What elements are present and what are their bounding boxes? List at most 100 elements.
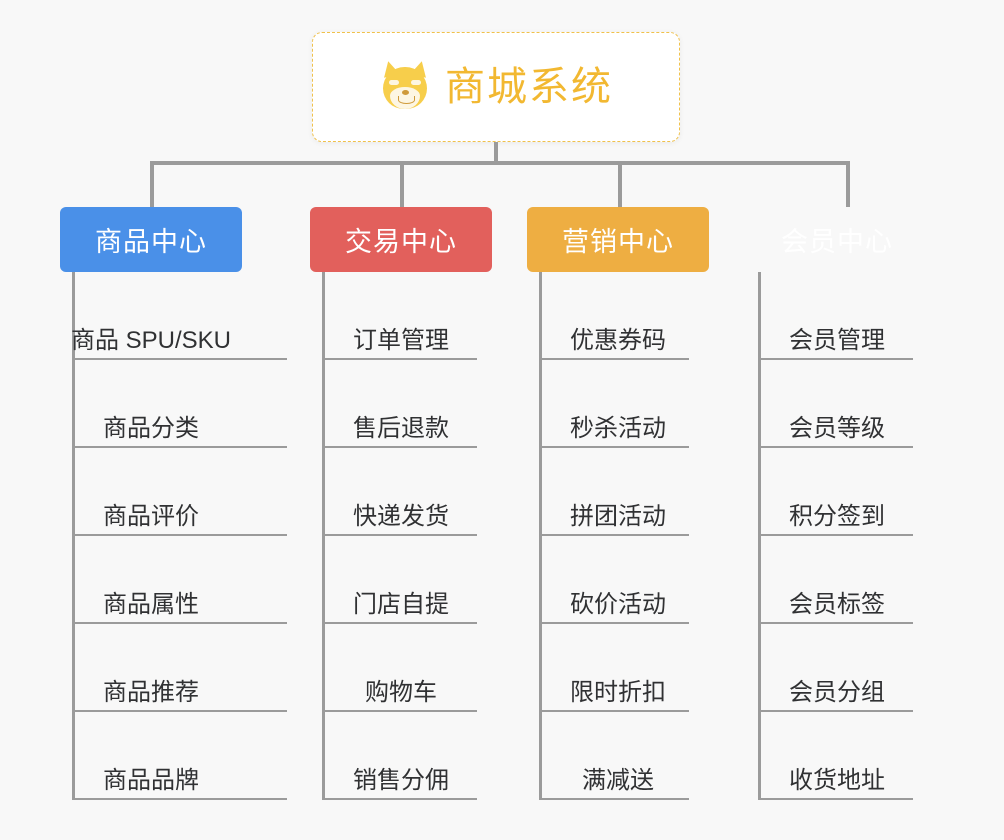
- shiba-dog-icon: [379, 59, 431, 113]
- leaf-item[interactable]: 收货地址: [746, 712, 928, 800]
- branch-spine: [72, 272, 75, 800]
- leaf-underline: [322, 534, 477, 536]
- leaf-label: 砍价活动: [570, 590, 666, 618]
- leaf-item[interactable]: 商品 SPU/SKU: [60, 272, 287, 360]
- leaf-item[interactable]: 秒杀活动: [527, 360, 709, 448]
- leaf-item[interactable]: 限时折扣: [527, 624, 709, 712]
- leaf-label: 会员标签: [789, 590, 885, 618]
- branch-column-1: 商品中心商品 SPU/SKU 商品分类商品评价商品属性商品推荐商品品牌: [60, 207, 287, 800]
- leaf-label: 限时折扣: [570, 678, 666, 706]
- leaf-label: 积分签到: [789, 502, 885, 530]
- branch-spine: [539, 272, 542, 800]
- branch-leaf-list-2: 订单管理售后退款快递发货门店自提购物车销售分佣: [310, 272, 492, 800]
- leaf-underline: [72, 446, 287, 448]
- leaf-underline: [322, 710, 477, 712]
- leaf-underline: [322, 358, 477, 360]
- leaf-underline: [72, 710, 287, 712]
- leaf-item[interactable]: 商品属性: [60, 536, 287, 624]
- branch-header-label: 商品中心: [95, 227, 207, 257]
- branch-header-2[interactable]: 交易中心: [310, 207, 492, 272]
- leaf-label: 会员管理: [789, 326, 885, 354]
- leaf-underline: [72, 534, 287, 536]
- leaf-item[interactable]: 商品分类: [60, 360, 287, 448]
- branch-leaf-list-3: 优惠券码秒杀活动拼团活动砍价活动限时折扣满减送: [527, 272, 709, 800]
- leaf-label: 拼团活动: [570, 502, 666, 530]
- branch-spine: [322, 272, 325, 800]
- leaf-underline: [72, 358, 287, 360]
- leaf-item[interactable]: 满减送: [527, 712, 709, 800]
- leaf-item[interactable]: 商品推荐: [60, 624, 287, 712]
- connector-horizontal-bus: [150, 161, 850, 165]
- leaf-item[interactable]: 会员管理: [746, 272, 928, 360]
- leaf-label: 收货地址: [789, 766, 885, 794]
- branch-header-1[interactable]: 商品中心: [60, 207, 242, 272]
- leaf-underline: [758, 798, 913, 800]
- leaf-item[interactable]: 门店自提: [310, 536, 492, 624]
- connector-drop-4: [846, 161, 850, 207]
- branch-header-label: 营销中心: [562, 227, 674, 257]
- branch-leaf-list-1: 商品 SPU/SKU 商品分类商品评价商品属性商品推荐商品品牌: [60, 272, 287, 800]
- branch-leaf-list-4: 会员管理会员等级积分签到会员标签会员分组收货地址: [746, 272, 928, 800]
- leaf-label: 秒杀活动: [570, 414, 666, 442]
- leaf-underline: [758, 710, 913, 712]
- branch-header-4[interactable]: 会员中心: [746, 207, 928, 272]
- leaf-item[interactable]: 拼团活动: [527, 448, 709, 536]
- leaf-label: 购物车: [365, 678, 437, 706]
- leaf-label: 会员等级: [789, 414, 885, 442]
- leaf-item[interactable]: 购物车: [310, 624, 492, 712]
- leaf-underline: [758, 446, 913, 448]
- connector-drop-2: [400, 161, 404, 207]
- leaf-item[interactable]: 优惠券码: [527, 272, 709, 360]
- leaf-underline: [322, 622, 477, 624]
- leaf-underline: [539, 358, 689, 360]
- leaf-label: 商品评价: [103, 502, 199, 530]
- leaf-label: 满减送: [582, 766, 654, 794]
- leaf-underline: [539, 710, 689, 712]
- leaf-underline: [539, 798, 689, 800]
- leaf-underline: [72, 798, 287, 800]
- leaf-label: 优惠券码: [570, 326, 666, 354]
- connector-root-stem: [494, 142, 498, 163]
- leaf-item[interactable]: 会员分组: [746, 624, 928, 712]
- leaf-underline: [758, 622, 913, 624]
- leaf-underline: [322, 446, 477, 448]
- leaf-label: 销售分佣: [353, 766, 449, 794]
- leaf-item[interactable]: 会员等级: [746, 360, 928, 448]
- leaf-underline: [539, 446, 689, 448]
- leaf-label: 快递发货: [353, 502, 449, 530]
- leaf-label: 订单管理: [353, 326, 449, 354]
- branch-header-label: 交易中心: [345, 227, 457, 257]
- connector-drop-3: [618, 161, 622, 207]
- leaf-item[interactable]: 快递发货: [310, 448, 492, 536]
- leaf-item[interactable]: 砍价活动: [527, 536, 709, 624]
- branch-header-label: 会员中心: [781, 227, 893, 257]
- leaf-underline: [758, 358, 913, 360]
- leaf-label: 商品 SPU/SKU: [70, 326, 232, 354]
- leaf-label: 会员分组: [789, 678, 885, 706]
- leaf-underline: [72, 622, 287, 624]
- leaf-item[interactable]: 售后退款: [310, 360, 492, 448]
- branch-column-4: 会员中心会员管理会员等级积分签到会员标签会员分组收货地址: [746, 207, 928, 800]
- root-node[interactable]: 商城系统: [312, 32, 680, 142]
- leaf-underline: [539, 622, 689, 624]
- leaf-underline: [758, 534, 913, 536]
- leaf-label: 商品属性: [103, 590, 199, 618]
- branch-column-3: 营销中心优惠券码秒杀活动拼团活动砍价活动限时折扣满减送: [527, 207, 709, 800]
- leaf-label: 商品品牌: [103, 766, 199, 794]
- leaf-item[interactable]: 会员标签: [746, 536, 928, 624]
- branch-column-2: 交易中心订单管理售后退款快递发货门店自提购物车销售分佣: [310, 207, 492, 800]
- leaf-item[interactable]: 订单管理: [310, 272, 492, 360]
- leaf-item[interactable]: 销售分佣: [310, 712, 492, 800]
- leaf-label: 商品分类: [103, 414, 199, 442]
- branch-header-3[interactable]: 营销中心: [527, 207, 709, 272]
- leaf-label: 商品推荐: [103, 678, 199, 706]
- leaf-label: 售后退款: [353, 414, 449, 442]
- leaf-item[interactable]: 商品品牌: [60, 712, 287, 800]
- leaf-item[interactable]: 积分签到: [746, 448, 928, 536]
- leaf-underline: [322, 798, 477, 800]
- leaf-item[interactable]: 商品评价: [60, 448, 287, 536]
- leaf-underline: [539, 534, 689, 536]
- root-title: 商城系统: [445, 65, 613, 109]
- connector-drop-1: [150, 161, 154, 207]
